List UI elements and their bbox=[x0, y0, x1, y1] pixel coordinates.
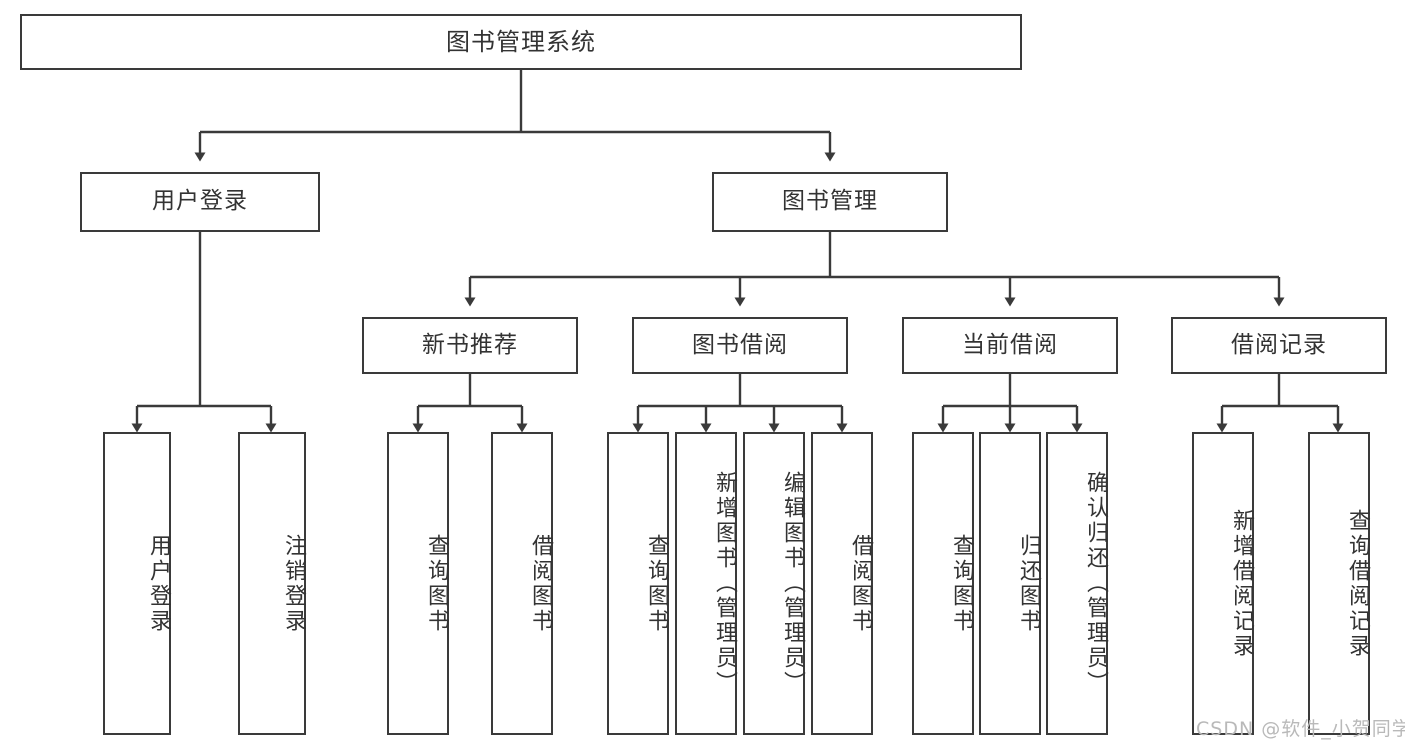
node-label: 编辑图书（管理员） bbox=[780, 471, 805, 696]
node-label: 图书管理 bbox=[782, 188, 878, 215]
node-label: 借阅图书 bbox=[528, 533, 553, 634]
node-label: 归还图书 bbox=[1016, 533, 1041, 634]
leaf-book-borrow-query[interactable]: 查询图书 bbox=[607, 432, 669, 735]
node-current-borrow[interactable]: 当前借阅 bbox=[902, 317, 1118, 374]
node-label: 查询图书 bbox=[424, 533, 449, 634]
leaf-user-login-login[interactable]: 用户登录 bbox=[103, 432, 171, 735]
node-book-borrow[interactable]: 图书借阅 bbox=[632, 317, 848, 374]
node-new-book-recommend[interactable]: 新书推荐 bbox=[362, 317, 578, 374]
node-label: 查询图书 bbox=[949, 533, 974, 634]
leaf-book-borrow-borrow[interactable]: 借阅图书 bbox=[811, 432, 873, 735]
node-label: 当前借阅 bbox=[962, 331, 1058, 358]
leaf-current-borrow-return[interactable]: 归还图书 bbox=[979, 432, 1041, 735]
node-label: 用户登录 bbox=[146, 533, 171, 634]
node-label: 新书推荐 bbox=[422, 331, 518, 358]
leaf-user-login-logout[interactable]: 注销登录 bbox=[238, 432, 306, 735]
leaf-current-borrow-confirm-return[interactable]: 确认归还（管理员） bbox=[1046, 432, 1108, 735]
node-label: 查询图书 bbox=[644, 533, 669, 634]
leaf-book-borrow-add[interactable]: 新增图书（管理员） bbox=[675, 432, 737, 735]
node-label: 注销登录 bbox=[281, 533, 306, 634]
node-label: 查询借阅记录 bbox=[1345, 508, 1370, 659]
node-user-login[interactable]: 用户登录 bbox=[80, 172, 320, 232]
node-label: 借阅图书 bbox=[848, 533, 873, 634]
node-label: 新增借阅记录 bbox=[1229, 508, 1254, 659]
node-label: 借阅记录 bbox=[1231, 331, 1327, 358]
node-label: 确认归还（管理员） bbox=[1083, 471, 1108, 696]
node-label: 图书借阅 bbox=[692, 331, 788, 358]
node-borrow-record[interactable]: 借阅记录 bbox=[1171, 317, 1387, 374]
node-label: 图书管理系统 bbox=[446, 27, 596, 56]
csdn-watermark: CSDN @软件_小贺同学 bbox=[1196, 718, 1405, 740]
node-book-management[interactable]: 图书管理 bbox=[712, 172, 948, 232]
leaf-borrow-record-query[interactable]: 查询借阅记录 bbox=[1308, 432, 1370, 735]
leaf-current-borrow-query[interactable]: 查询图书 bbox=[912, 432, 974, 735]
leaf-new-book-query[interactable]: 查询图书 bbox=[387, 432, 449, 735]
node-label: 新增图书（管理员） bbox=[712, 471, 737, 696]
node-label: 用户登录 bbox=[152, 188, 248, 215]
leaf-new-book-borrow[interactable]: 借阅图书 bbox=[491, 432, 553, 735]
leaf-book-borrow-edit[interactable]: 编辑图书（管理员） bbox=[743, 432, 805, 735]
node-root-book-management-system[interactable]: 图书管理系统 bbox=[20, 14, 1022, 70]
leaf-borrow-record-add[interactable]: 新增借阅记录 bbox=[1192, 432, 1254, 735]
